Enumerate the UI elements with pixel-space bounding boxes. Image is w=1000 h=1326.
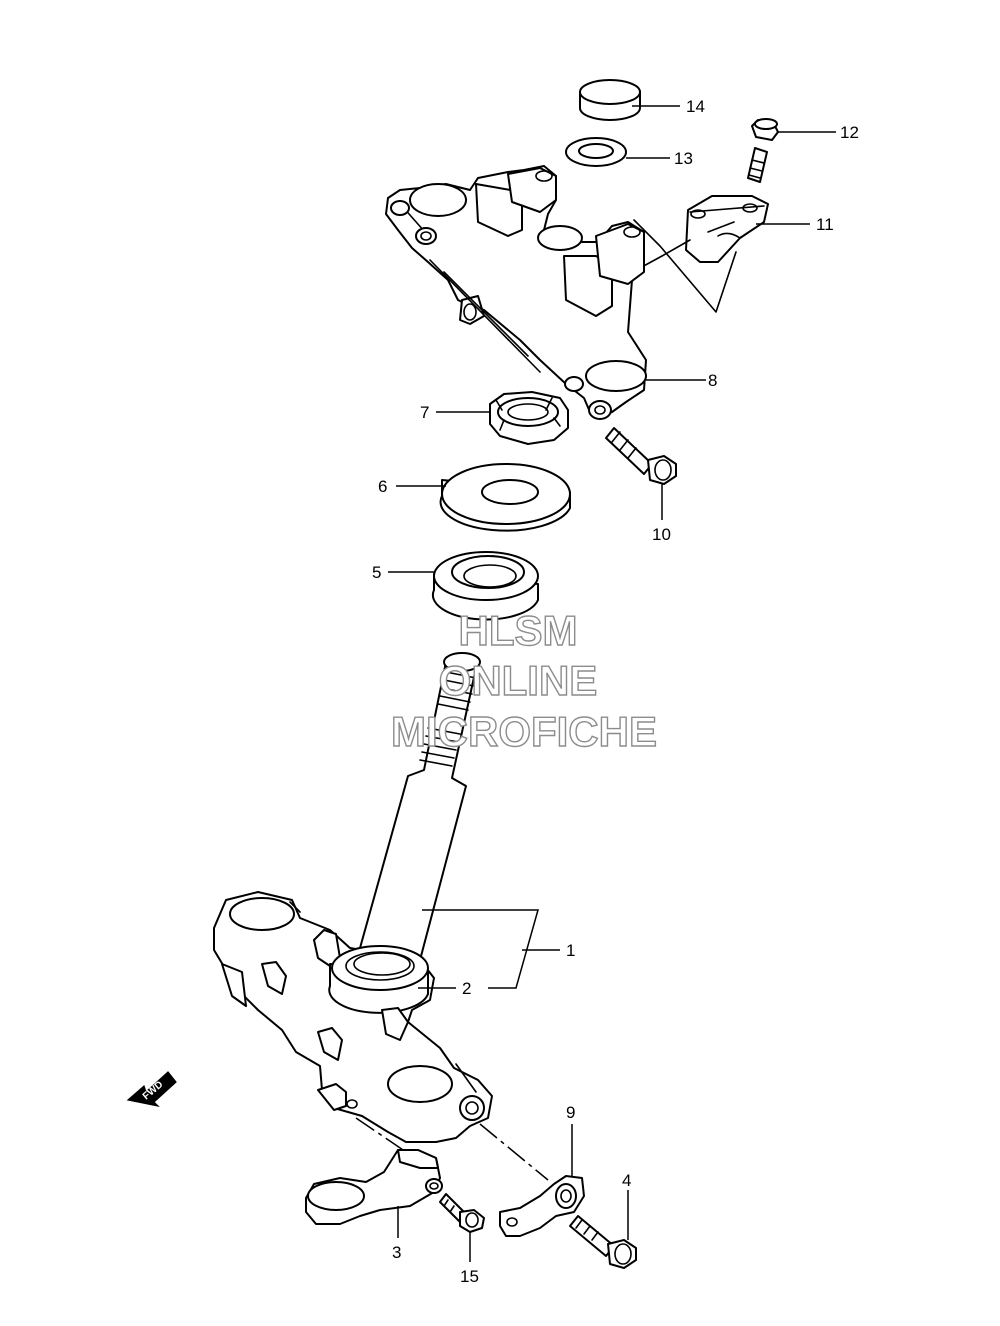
callout-12: 12 (840, 123, 859, 142)
part-5-bearing (431, 551, 539, 621)
callout-7: 7 (420, 403, 429, 422)
part-3-clamp-bracket (305, 1149, 443, 1225)
callout-1: 1 (566, 941, 575, 960)
callout-4: 4 (622, 1171, 631, 1190)
callout-6: 6 (378, 477, 387, 496)
callout-11: 11 (816, 215, 834, 234)
watermark-line-1: HLSM (459, 607, 578, 654)
part-15-bolt (439, 1193, 485, 1233)
callout-15: 15 (460, 1267, 479, 1286)
watermark: HLSM ONLINE MICROFICHE (390, 606, 657, 755)
callout-9: 9 (566, 1103, 575, 1122)
part-1-steering-stem (213, 652, 493, 1143)
leader-lines (388, 105, 836, 1262)
part-11-handlebar-holder (685, 195, 769, 263)
part-14-cap (579, 79, 641, 121)
callout-10: 10 (652, 525, 671, 544)
part-4-bolt (569, 1215, 637, 1269)
part-7-stem-nut (489, 391, 569, 445)
callout-2: 2 (462, 979, 471, 998)
callout-8: 8 (708, 371, 717, 390)
callout-3: 3 (392, 1243, 401, 1262)
callout-13: 13 (674, 149, 693, 168)
watermark-line-3: MICROFICHE (391, 708, 657, 755)
callout-labels: 14 12 13 11 8 7 6 10 5 1 2 9 4 3 15 (372, 97, 859, 1286)
watermark-line-2: ONLINE (439, 657, 598, 704)
part-12-bolt (747, 118, 779, 183)
callout-14: 14 (686, 97, 705, 116)
fwd-direction-arrow: FWD (126, 1071, 177, 1107)
part-9-guide-plate (499, 1175, 585, 1237)
part-2-lower-bearing (353, 952, 411, 976)
callout-5: 5 (372, 563, 381, 582)
part-10-bolt (605, 427, 677, 485)
part-13-washer (565, 137, 627, 167)
part-8-upper-bracket (385, 165, 647, 420)
part-6-dust-seal (439, 463, 571, 532)
